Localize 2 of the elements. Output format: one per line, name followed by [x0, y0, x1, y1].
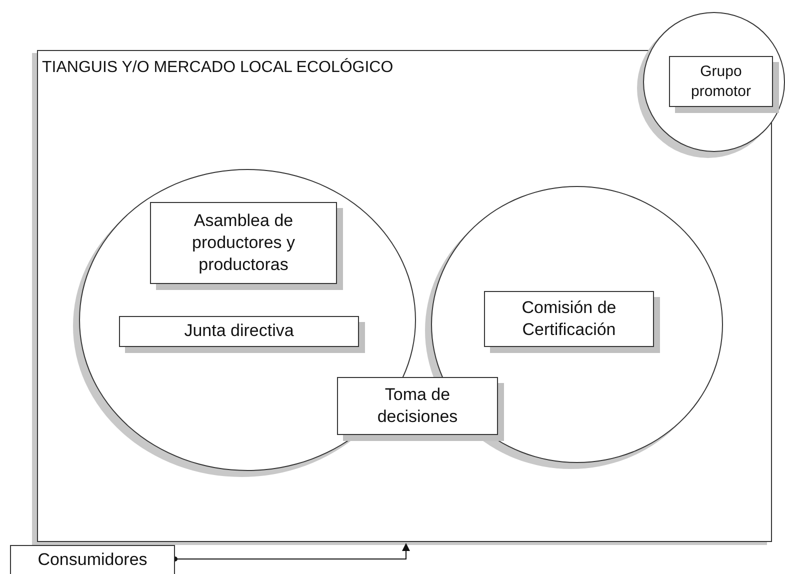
process-box: Consumidores: [10, 545, 175, 574]
frame-title: TIANGUIS Y/O MERCADO LOCAL ECOLÓGICO: [42, 59, 394, 77]
